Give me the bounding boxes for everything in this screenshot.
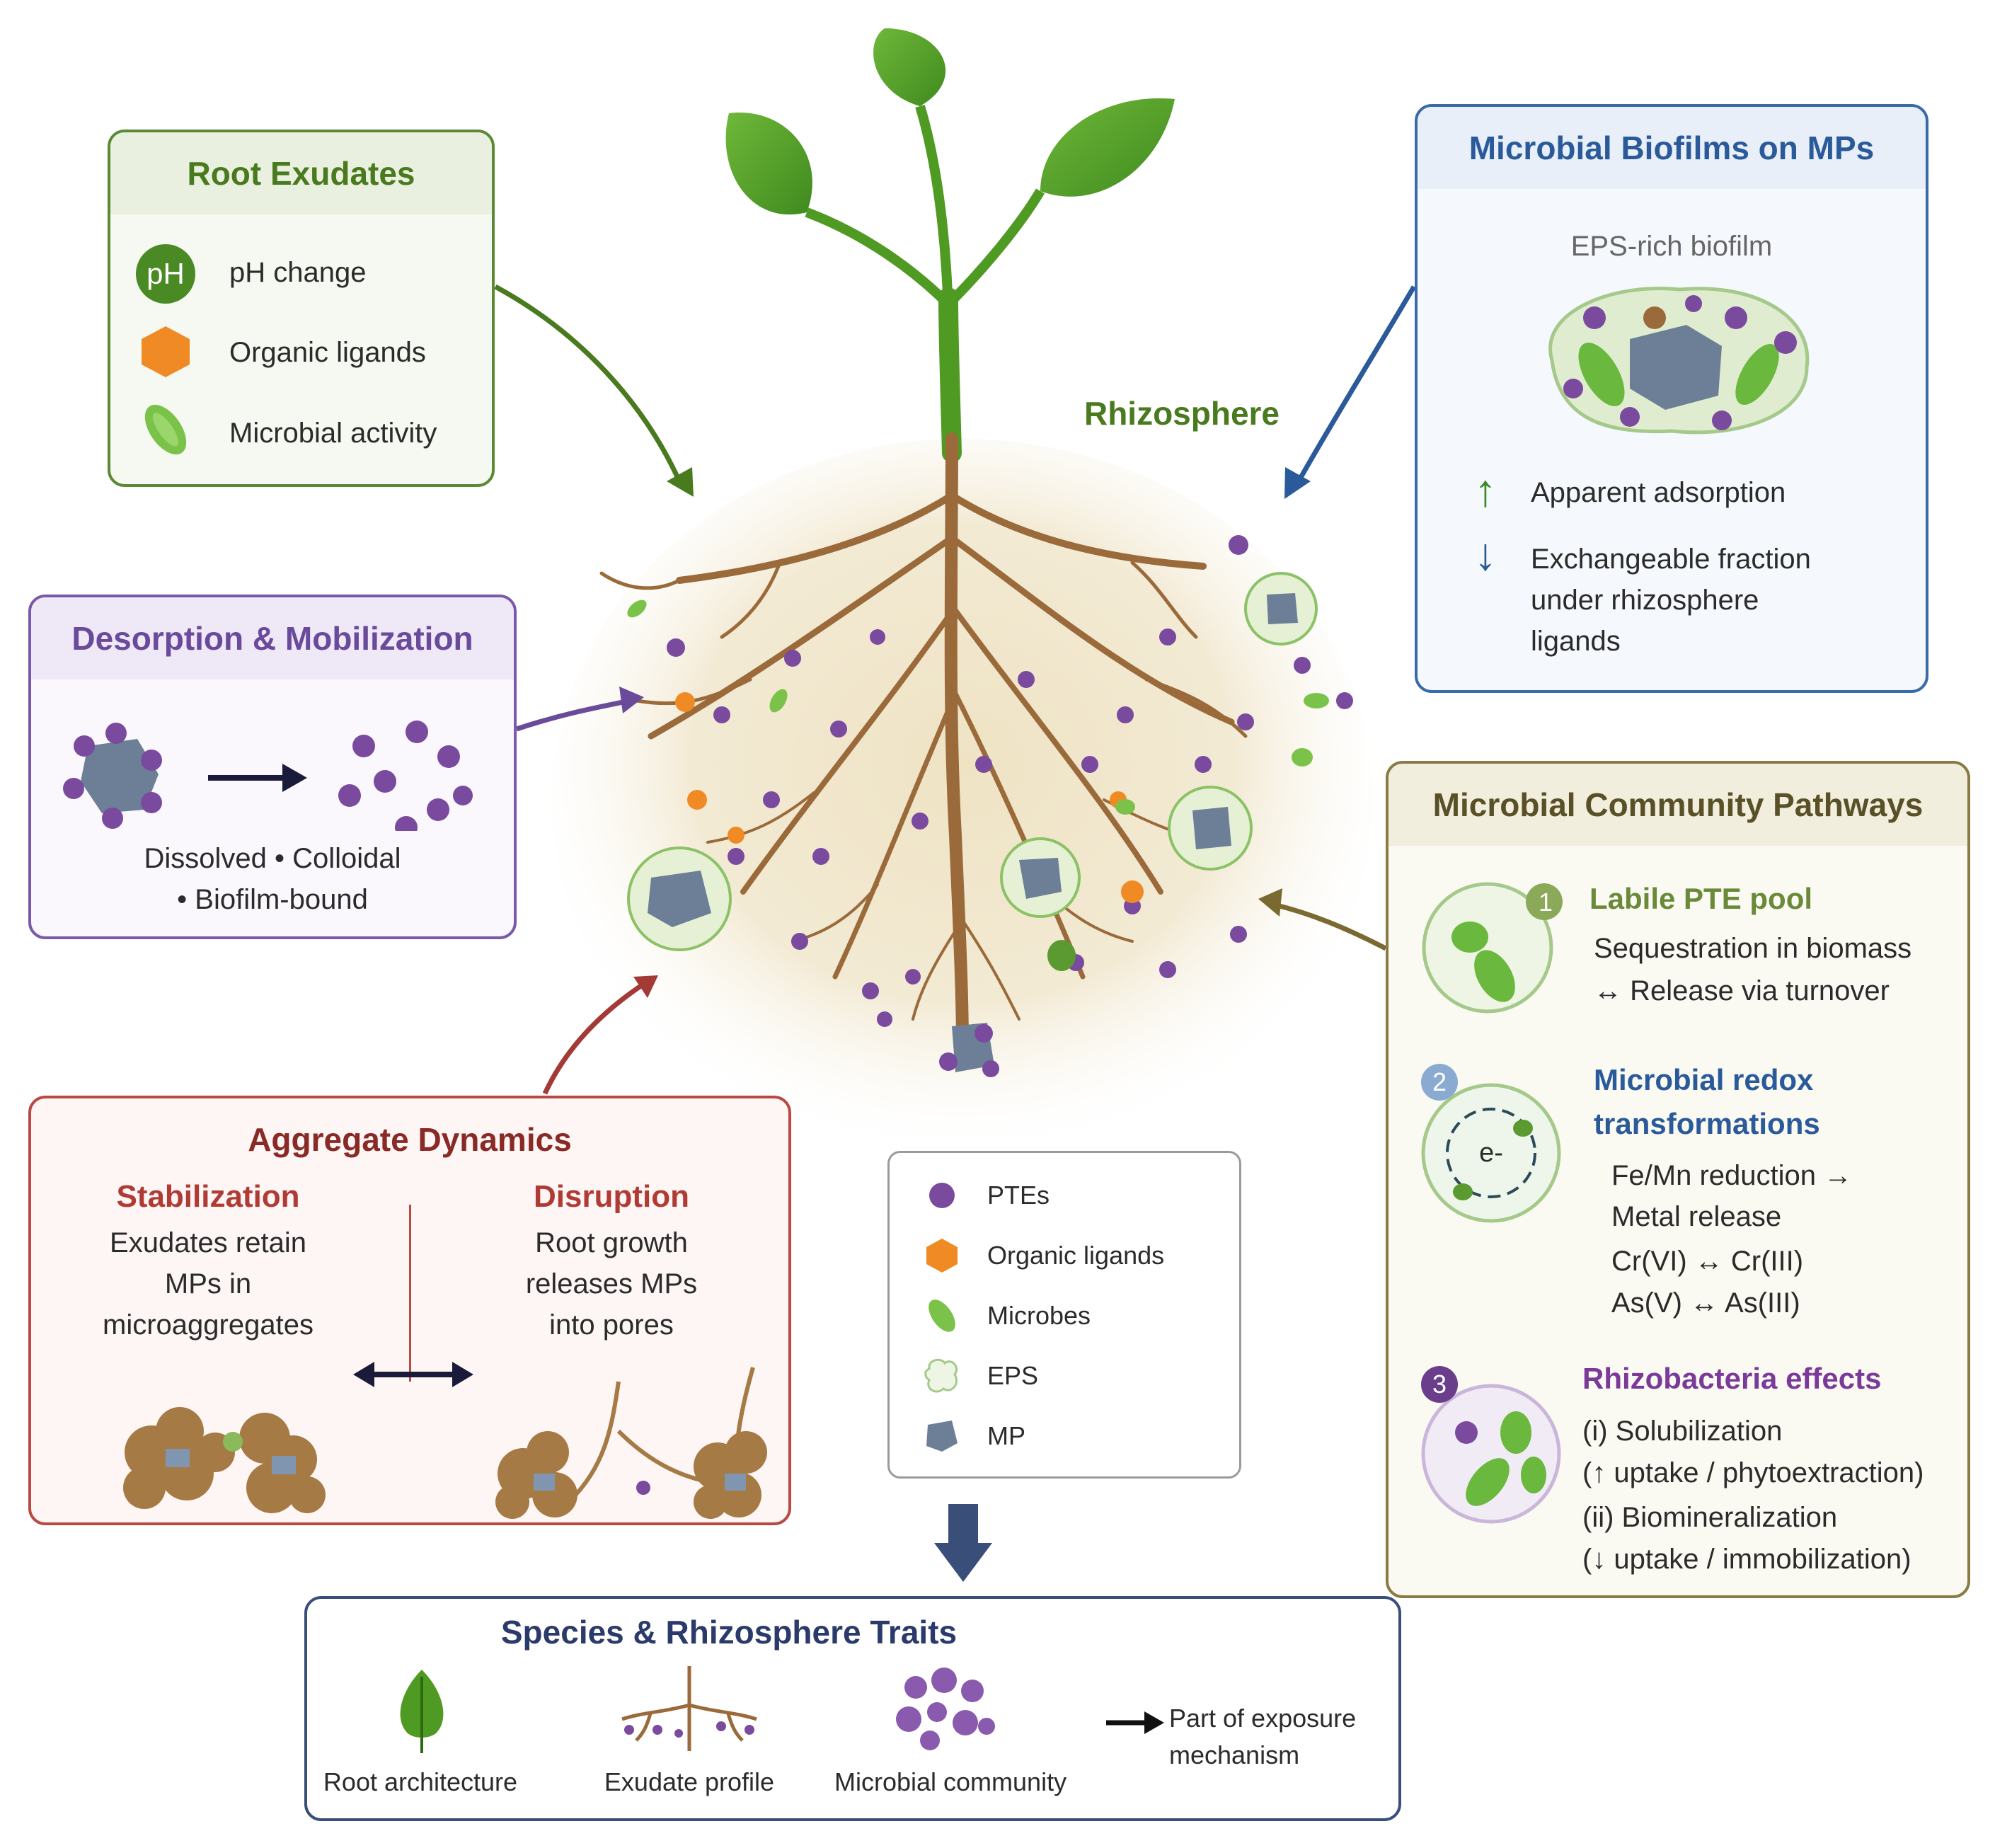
pathways-title: Microbial Community Pathways [1389, 764, 1967, 846]
electron-label: e- [1479, 1138, 1503, 1168]
desorption-caption-2: • Biofilm-bound [177, 884, 368, 915]
apparent-adsorption: Apparent adsorption [1531, 477, 1786, 508]
microbe-legend-icon [928, 1299, 955, 1332]
redox-icon [1421, 1064, 1561, 1223]
legend-eps: EPS [987, 1361, 1039, 1390]
step-3-line-1: (i) Solubilization [1582, 1416, 1783, 1447]
step-3-line-2: (↑ uptake / phytoextraction) [1582, 1457, 1924, 1488]
stabilization-title: Stabilization [116, 1179, 300, 1214]
desorption-title: Desorption & Mobilization [31, 597, 514, 679]
leaf-icon [400, 1670, 444, 1753]
desorption-panel: Desorption & Mobilization Dissolved • Co… [28, 595, 517, 939]
eps-legend-icon [924, 1358, 958, 1393]
biofilms-title: Microbial Biofilms on MPs [1418, 107, 1926, 189]
step-2-line-1: Fe/Mn reduction → [1611, 1160, 1853, 1191]
step-2-line-2: Metal release [1611, 1201, 1782, 1232]
legend-ligands: Organic ligands [987, 1241, 1165, 1270]
traits-note-1: Part of exposure [1169, 1704, 1357, 1733]
stab-line-3: microaggregates [103, 1309, 314, 1341]
step-1-title: Labile PTE pool [1589, 882, 1813, 915]
legend-mp: MP [987, 1421, 1025, 1450]
step-3-line-4: (↓ uptake / immobilization) [1582, 1544, 1911, 1575]
exudate-item-microbial: Microbial activity [229, 418, 437, 449]
step-1-line-2: ↔ Release via turnover [1594, 975, 1890, 1006]
disr-line-3: into pores [549, 1309, 674, 1341]
legend-pte: PTEs [987, 1181, 1050, 1210]
right-arrow-icon [1106, 1711, 1164, 1734]
microbe-dots [627, 599, 1329, 971]
trait-exudate-profile: Exudate profile [604, 1767, 775, 1796]
soil-zone [552, 439, 1373, 1161]
labile-pte-icon [1422, 882, 1563, 1014]
stable-aggregate-icon [123, 1407, 326, 1513]
step-2-line-4: As(V) ↔ As(III) [1611, 1287, 1800, 1319]
down-arrow-icon-blue: ↓ [1474, 529, 1497, 580]
root-system [599, 432, 1248, 1054]
desorption-icon [63, 721, 473, 831]
rhizosphere-label: Rhizosphere [1084, 395, 1280, 432]
trait-root-architecture: Root architecture [323, 1767, 518, 1796]
step-2-line-3: Cr(VI) ↔ Cr(III) [1611, 1246, 1804, 1277]
mp-legend-icon [926, 1421, 958, 1452]
pathways-panel: Microbial Community Pathways 1 Labile PT… [1386, 761, 1970, 1598]
ligand-legend-icon [926, 1239, 958, 1273]
connector-arrows [494, 284, 1417, 1095]
pte-dots [667, 535, 1353, 1077]
exudate-profile-icon [621, 1666, 757, 1751]
exudate-item-ligands: Organic ligands [229, 337, 426, 368]
aggregate-panel: Aggregate Dynamics Stabilization Exudate… [28, 1096, 791, 1525]
exudate-item-ph: pH change [229, 257, 367, 288]
step-3-line-3: (ii) Biomineralization [1582, 1502, 1838, 1533]
disruption-title: Disruption [534, 1179, 689, 1214]
disrupted-aggregate-icon [495, 1367, 767, 1519]
mp-eps-cluster [627, 572, 1318, 1072]
microbial-community-icon [896, 1668, 995, 1750]
organic-ligand-icon [142, 326, 190, 377]
ph-icon: pH [136, 244, 195, 304]
step-1-line-1: Sequestration in biomass [1594, 933, 1912, 964]
biofilms-panel: Microbial Biofilms on MPs EPS-rich biofi… [1415, 104, 1928, 693]
rhizobacteria-icon [1421, 1366, 1561, 1524]
microbe-icon [144, 404, 187, 455]
traits-panel: Species & Rhizosphere Traits Root archit… [304, 1596, 1401, 1821]
step-2-title-2: transformations [1594, 1107, 1820, 1140]
root-exudates-title: Root Exudates [110, 132, 492, 214]
step-3-title: Rhizobacteria effects [1582, 1362, 1882, 1395]
step-2-badge: 2 [1432, 1067, 1447, 1096]
root-exudates-panel: Root Exudates pH pH change Organic ligan… [108, 130, 495, 487]
step-2-title-1: Microbial redox [1594, 1063, 1814, 1096]
down-arrow-icon [934, 1504, 992, 1582]
biofilm-subtitle: EPS-rich biofilm [1570, 231, 1773, 262]
double-arrow-icon [353, 1362, 473, 1387]
legend-microbes: Microbes [987, 1301, 1091, 1330]
up-arrow-icon: ↑ [1474, 465, 1497, 516]
legend-panel: PTEs Organic ligands Microbes EPS MP [887, 1151, 1241, 1479]
stab-line-2: MPs in [164, 1268, 252, 1299]
pte-legend-icon [929, 1183, 955, 1208]
exchangeable-line-3: ligands [1531, 626, 1621, 657]
plant-icon [725, 28, 1175, 463]
biofilm-icon [1548, 287, 1810, 435]
trait-microbial-community: Microbial community [834, 1767, 1067, 1796]
exchangeable-line-2: under rhizosphere [1531, 585, 1759, 616]
step-1-badge: 1 [1538, 888, 1553, 917]
desorption-caption-1: Dissolved • Colloidal [144, 843, 401, 874]
soil-particles [627, 535, 1353, 1077]
aggregate-title: Aggregate Dynamics [248, 1121, 572, 1158]
disr-line-1: Root growth [535, 1227, 688, 1258]
stab-line-1: Exudates retain [110, 1227, 306, 1258]
step-3-badge: 3 [1432, 1370, 1447, 1399]
exchangeable-line-1: Exchangeable fraction [1531, 544, 1811, 575]
traits-title: Species & Rhizosphere Traits [500, 1614, 958, 1651]
traits-note-2: mechanism [1169, 1740, 1300, 1769]
disr-line-2: releases MPs [525, 1268, 698, 1299]
divider [409, 1205, 411, 1382]
